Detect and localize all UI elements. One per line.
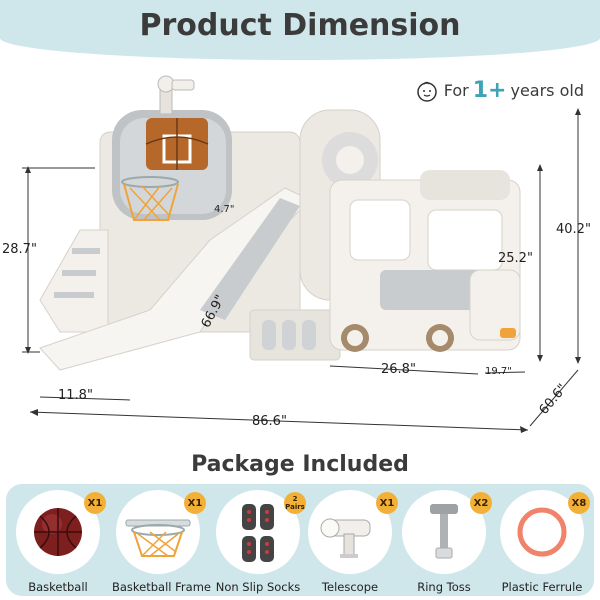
item-label: Non Slip Socks — [215, 580, 301, 594]
total-length-line — [29, 411, 529, 431]
bus-length-line — [329, 365, 479, 375]
age-suffix: years old — [510, 81, 584, 100]
item-circle: X8 — [500, 490, 590, 574]
qty-badge: X1 — [84, 492, 106, 514]
package-item-basketball: X1 Basketball — [12, 490, 106, 594]
playset-illustration — [22, 75, 581, 433]
dim-bus-length: 26.8" — [381, 362, 416, 377]
qty-badge: X2 — [470, 492, 492, 514]
package-item-ring-toss: X2 Ring Toss — [398, 490, 492, 594]
item-label: Plastic Ferrule — [501, 580, 583, 594]
baby-face-icon — [416, 81, 437, 102]
slide-end-line — [39, 396, 131, 401]
socks-icon — [242, 504, 274, 562]
item-circle: X2 — [402, 490, 492, 574]
dim-bus-width: 19.7" — [485, 366, 512, 377]
basketball-icon — [34, 508, 82, 556]
telescope-icon — [320, 518, 371, 558]
package-item-plastic-ferrule: X8 Plastic Ferrule — [496, 490, 590, 594]
depth-line — [529, 369, 579, 427]
qty-badge: X8 — [568, 492, 590, 514]
bus-width-line — [484, 371, 526, 374]
package-item-telescope: X1 Telescope — [304, 490, 398, 594]
hoop-frame-icon — [125, 519, 191, 557]
age-value: 1+ — [472, 78, 507, 103]
qty-number: 2 — [292, 495, 298, 503]
page-title: Product Dimension — [139, 8, 461, 43]
item-circle: X1 — [308, 490, 398, 574]
package-item-basketball-frame: X1 Basketball Frame — [112, 490, 211, 594]
item-label: Telescope — [321, 580, 379, 594]
qty-badge: X1 — [376, 492, 398, 514]
age-prefix: For — [443, 81, 469, 100]
ferrule-ring-icon — [517, 507, 567, 557]
item-label: Ring Toss — [417, 580, 471, 594]
header-band — [0, 0, 600, 60]
item-circle: X1 — [16, 490, 106, 574]
qty-badge: 2 Pairs — [284, 492, 306, 514]
dim-total-length: 86.6" — [252, 414, 287, 429]
dim-bus-height: 25.2" — [498, 251, 533, 266]
package-item-socks: 2 Pairs Non Slip Socks — [212, 490, 306, 594]
qty-unit: Pairs — [285, 503, 305, 511]
package-title: Package Included — [191, 452, 409, 477]
age-recommendation: For 1+ years old — [416, 78, 584, 103]
dim-slide-end: 11.8" — [58, 388, 93, 403]
dim-rim-gap: 4.7" — [214, 204, 235, 215]
item-circle: 2 Pairs — [216, 490, 306, 574]
item-label: Basketball Frame — [112, 580, 211, 594]
dim-total-height: 40.2" — [556, 222, 591, 237]
item-label: Basketball — [28, 580, 88, 594]
ring-toss-icon — [430, 504, 458, 559]
qty-badge: X1 — [184, 492, 206, 514]
item-circle: X1 — [116, 490, 206, 574]
dim-side-height: 28.7" — [2, 242, 37, 257]
